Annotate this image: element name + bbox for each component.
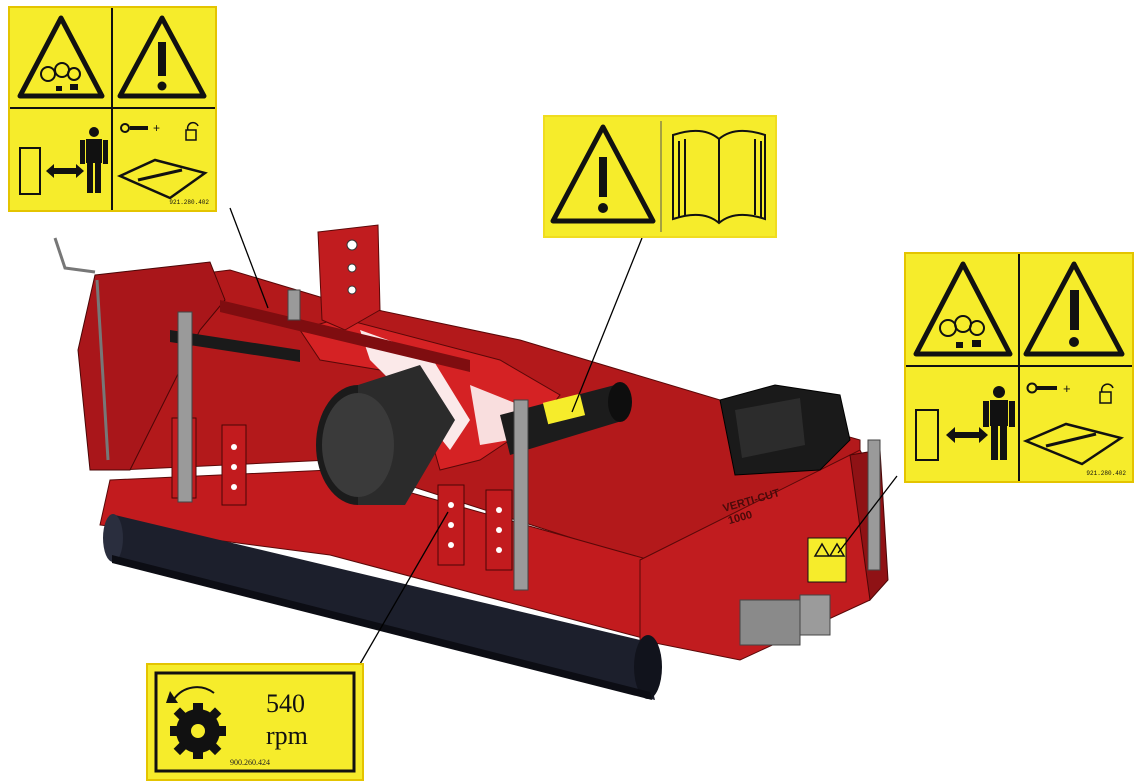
part-number-rpm: 900.260.424 bbox=[230, 758, 270, 767]
pto-speed-value: 540 bbox=[266, 689, 305, 718]
gearbox-hood bbox=[316, 365, 455, 505]
warning-decal-top-left: + 921.280.402 bbox=[8, 6, 217, 212]
crank-handle bbox=[53, 237, 110, 461]
roller bbox=[103, 514, 662, 700]
thrown-objects-icon bbox=[913, 261, 1013, 357]
depth-posts bbox=[177, 289, 881, 591]
remove-key-manual-icon: + bbox=[1022, 381, 1125, 466]
keep-distance-icon bbox=[19, 127, 108, 195]
part-number-right: 921.280.402 bbox=[1086, 470, 1126, 477]
leader-line-rpm bbox=[359, 511, 449, 665]
pto-shaft bbox=[500, 382, 632, 455]
caution-icon bbox=[117, 15, 207, 99]
tank bbox=[719, 384, 851, 476]
svg-text:+: + bbox=[153, 121, 160, 135]
warning-decal-read-manual bbox=[543, 115, 777, 238]
remove-key-manual-icon: + bbox=[116, 121, 208, 200]
keep-distance-icon bbox=[915, 386, 1015, 461]
read-manual-icon bbox=[672, 129, 766, 225]
leader-line-top-center bbox=[571, 237, 643, 413]
thrown-objects-icon bbox=[17, 15, 105, 99]
rotation-gear-icon bbox=[166, 686, 226, 759]
pto-speed-unit: rpm bbox=[266, 721, 308, 750]
part-number-top-left: 921.280.402 bbox=[169, 199, 209, 206]
leader-line-top-left bbox=[229, 207, 269, 309]
pto-speed-decal: 540 rpm 900.260.424 bbox=[146, 663, 364, 781]
leader-line-right bbox=[837, 475, 898, 554]
svg-text:+: + bbox=[1063, 381, 1071, 396]
warning-decal-right: + 921.280.402 bbox=[904, 252, 1134, 483]
caution-icon bbox=[1023, 261, 1125, 357]
top-mast bbox=[317, 224, 381, 331]
side-guard bbox=[739, 537, 847, 646]
caution-icon bbox=[550, 124, 656, 224]
